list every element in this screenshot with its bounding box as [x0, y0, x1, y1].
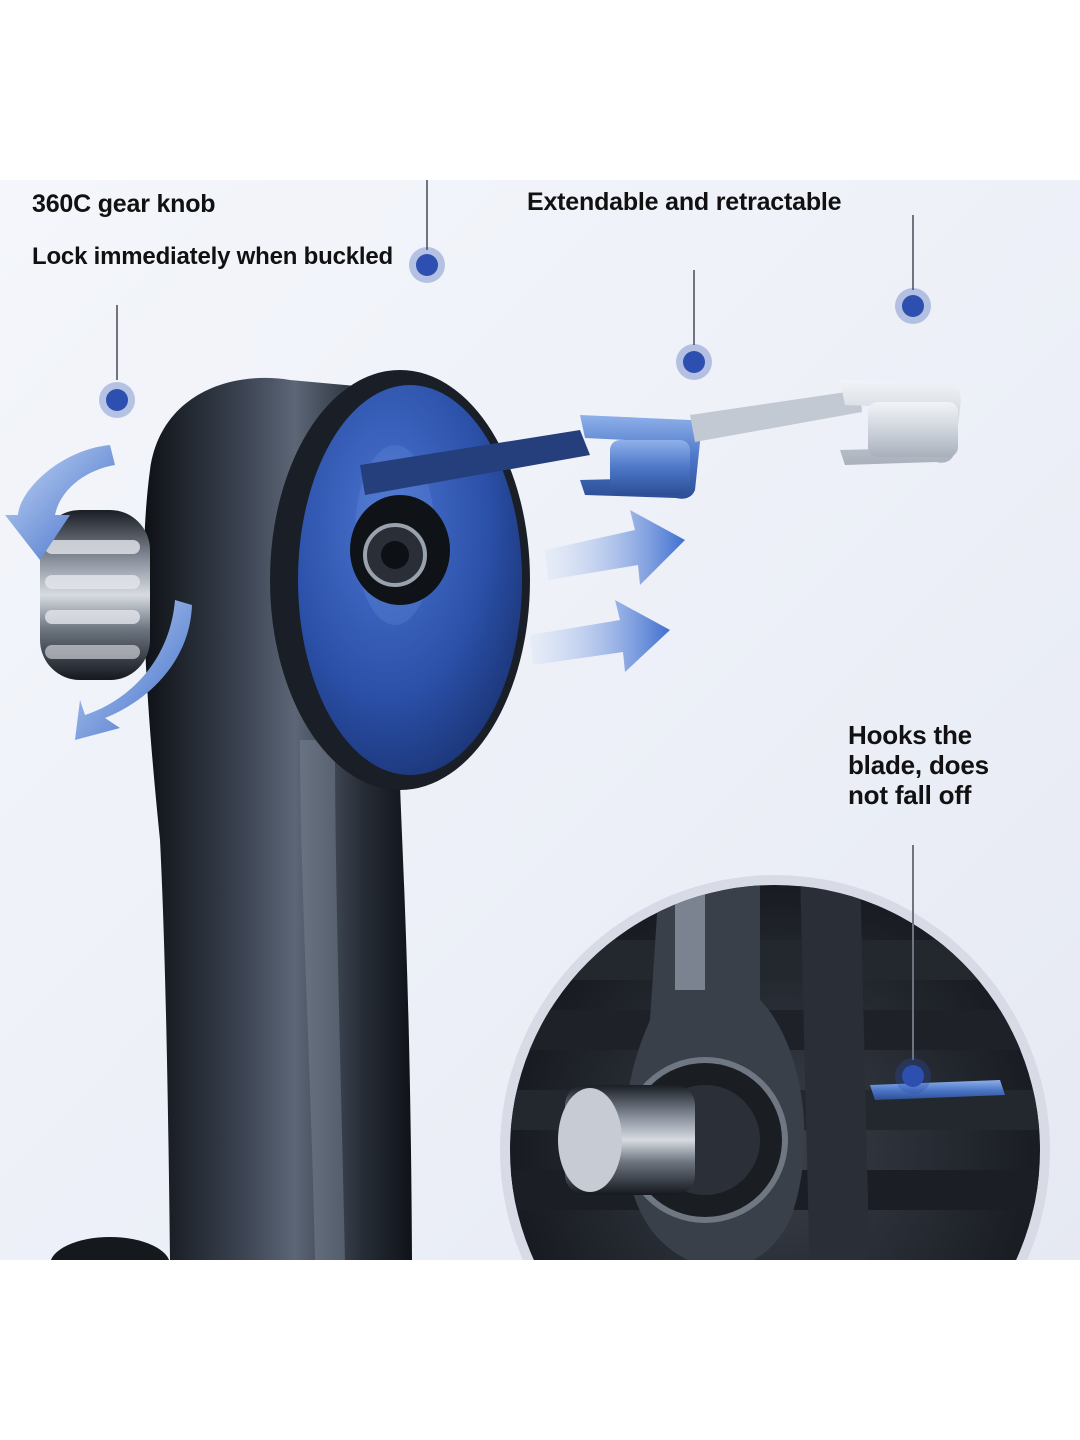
gear-knob-label: 360C gear knob — [32, 190, 216, 218]
lock-label: Lock immediately when buckled — [32, 243, 393, 270]
extend-arrow-icon — [530, 510, 685, 672]
marker-dot-icon — [99, 180, 931, 1094]
hooks-label: Hooks the blade, does not fall off — [848, 720, 1048, 810]
hooks-label-line3: not fall off — [848, 780, 972, 810]
product-illustration — [0, 180, 1080, 1260]
hooks-label-line2: blade, does — [848, 750, 989, 780]
rotate-arrow-icon — [5, 445, 192, 740]
gear-knob-shape — [40, 510, 150, 680]
hooks-label-line1: Hooks the — [848, 720, 972, 750]
extendable-label: Extendable and retractable — [527, 188, 842, 216]
